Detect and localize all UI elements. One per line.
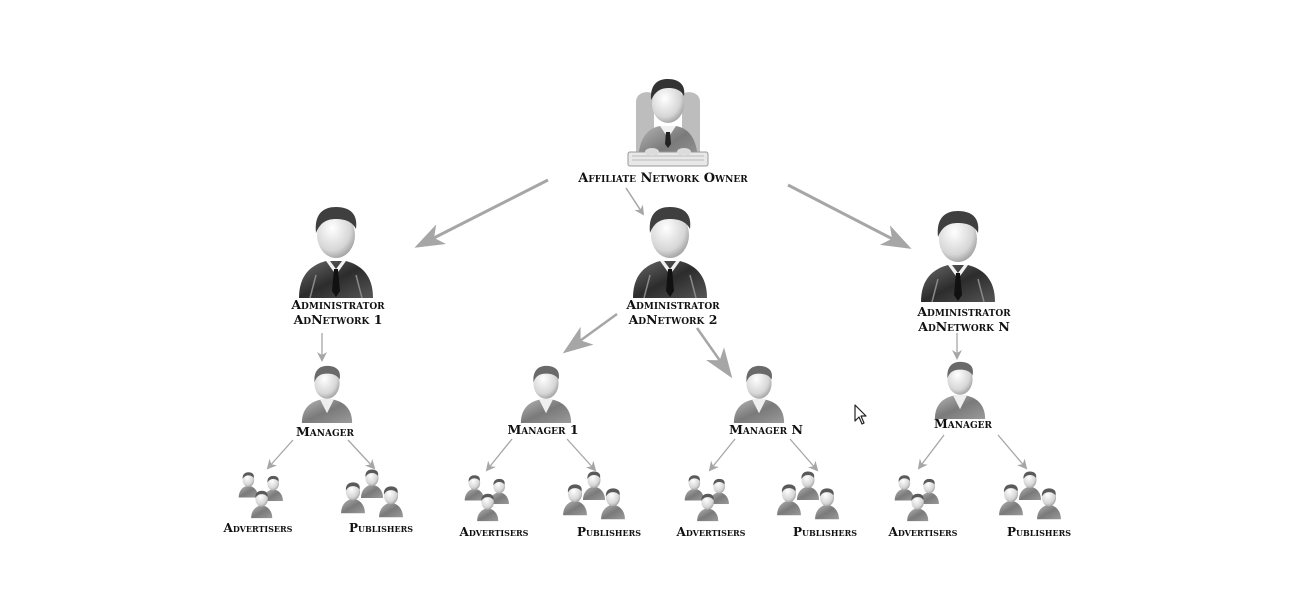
arrow-manager-n-to-advertisers	[708, 438, 736, 472]
arrow-owner-to-admin-2	[625, 187, 645, 216]
manager-label: Manager N	[729, 422, 803, 437]
admin-label: Administrator AdNetwork 2	[626, 297, 719, 327]
publishers-group-icon	[341, 470, 403, 518]
group-label: Advertisers	[459, 525, 529, 539]
group-label: Advertisers	[888, 525, 958, 539]
admin-label-line2: AdNetwork 2	[628, 312, 718, 327]
connectors	[266, 178, 1028, 472]
administrator-icon	[632, 206, 708, 298]
arrow-owner-to-admin-n	[787, 183, 912, 249]
group-label: Advertisers	[676, 525, 746, 539]
arrow-manager-1-to-publishers	[566, 438, 597, 472]
group-label: Publishers	[793, 525, 857, 539]
manager-icon	[733, 365, 785, 423]
arrow-manager-1-to-advertisers	[485, 438, 513, 472]
group-label: Publishers	[1007, 525, 1071, 539]
arrow-manager-n-to-publishers	[789, 438, 819, 472]
arrow-admin-2-to-manager-1	[562, 312, 618, 354]
owner-label: Affiliate Network Owner	[578, 171, 748, 186]
administrator-icon	[298, 206, 374, 298]
manager-label: Manager	[933, 416, 993, 431]
arrow-manager-to-advertisers-1	[266, 439, 294, 470]
publishers-group-icon	[999, 472, 1061, 520]
advertisers-group-icon	[239, 472, 283, 518]
group-label: Publishers	[349, 521, 413, 535]
publishers-group-icon	[777, 472, 839, 520]
owner-at-keyboard-icon	[627, 78, 709, 167]
admin-label-line2: AdNetwork N	[918, 319, 1010, 334]
manager-label: Manager 1	[507, 422, 579, 437]
admin-label: Administrator AdNetwork N	[917, 304, 1010, 334]
administrator-icon	[920, 210, 996, 302]
group-label: Publishers	[577, 525, 641, 539]
arrow-manager-to-publishers-1	[347, 439, 376, 470]
admin-label-line2: AdNetwork 1	[293, 312, 383, 327]
arrow-admin-2-to-manager-n	[695, 327, 733, 379]
admin-label-line1: Administrator	[291, 297, 385, 312]
publishers-group-icon	[563, 472, 625, 520]
manager-icon	[520, 365, 572, 423]
advertisers-group-icon	[685, 475, 729, 521]
manager-icon	[934, 361, 986, 419]
manager-icon	[301, 365, 353, 423]
admin-label-line1: Administrator	[626, 297, 720, 312]
mouse-pointer-icon	[854, 404, 867, 425]
advertisers-group-icon	[465, 475, 509, 521]
arrow-manager-4-to-publishers	[997, 434, 1028, 470]
admin-label-line1: Administrator	[917, 304, 1011, 319]
admin-label: Administrator AdNetwork 1	[291, 297, 384, 327]
group-label: Advertisers	[223, 521, 293, 535]
arrow-manager-4-to-advertisers	[917, 434, 945, 470]
arrow-owner-to-admin-1	[414, 178, 549, 248]
advertisers-group-icon	[895, 475, 939, 521]
manager-label: Manager	[295, 424, 355, 439]
